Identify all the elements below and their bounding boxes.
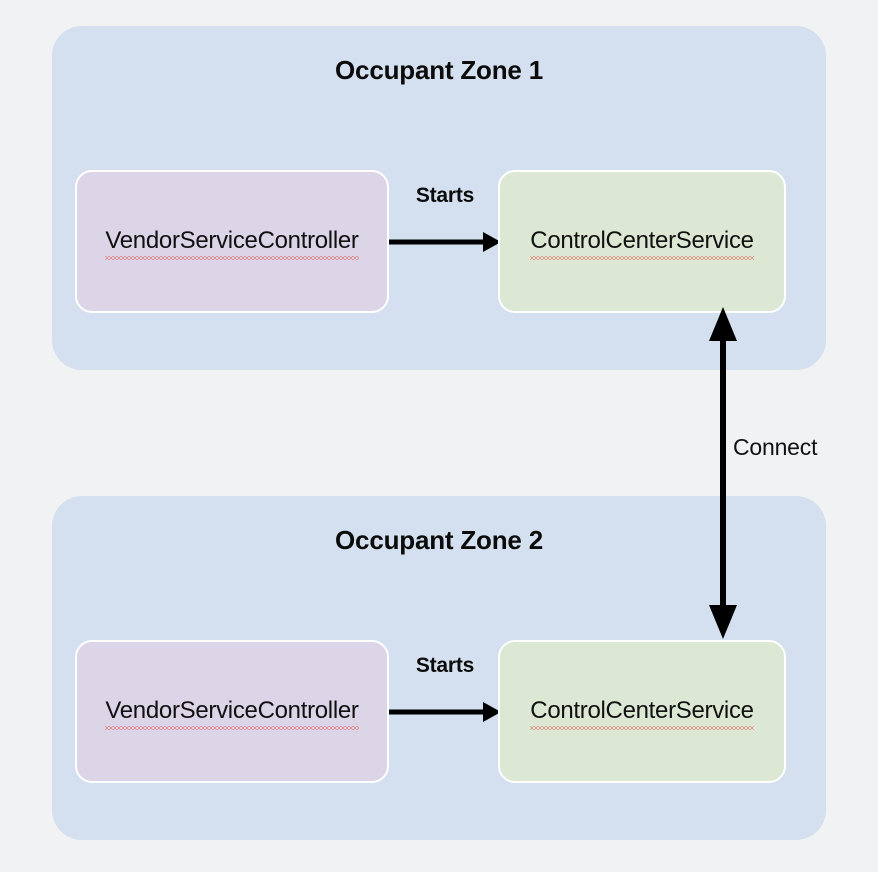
occupant-zone-2-title: Occupant Zone 2 <box>335 525 543 555</box>
connect-label: Connect <box>733 434 818 460</box>
zone-2-starts-arrow-icon <box>389 702 501 722</box>
zone-1-vendor-service-controller-label: VendorServiceController <box>105 227 359 260</box>
zone-2-control-center-service-label: ControlCenterService <box>530 697 755 730</box>
zone-1-vendor-service-controller-node[interactable]: VendorServiceController <box>75 170 389 313</box>
zone-2-vendor-service-controller-node[interactable]: VendorServiceController <box>75 640 389 783</box>
zone-1-starts-arrow-icon <box>389 232 501 252</box>
zone-1-control-center-service-label: ControlCenterService <box>530 227 755 260</box>
zone-1-starts-label: Starts <box>415 184 475 207</box>
occupant-zone-1-container: Occupant Zone 1 VendorServiceController … <box>52 26 826 370</box>
occupant-zone-1-title: Occupant Zone 1 <box>335 55 543 85</box>
zone-2-vendor-service-controller-label: VendorServiceController <box>105 697 359 730</box>
zone-2-control-center-service-node[interactable]: ControlCenterService <box>498 640 786 783</box>
zone-2-starts-label: Starts <box>415 654 475 677</box>
zone-1-control-center-service-node[interactable]: ControlCenterService <box>498 170 786 313</box>
connect-double-arrow-icon <box>709 307 737 639</box>
occupant-zone-2-container: Occupant Zone 2 VendorServiceController … <box>52 496 826 840</box>
